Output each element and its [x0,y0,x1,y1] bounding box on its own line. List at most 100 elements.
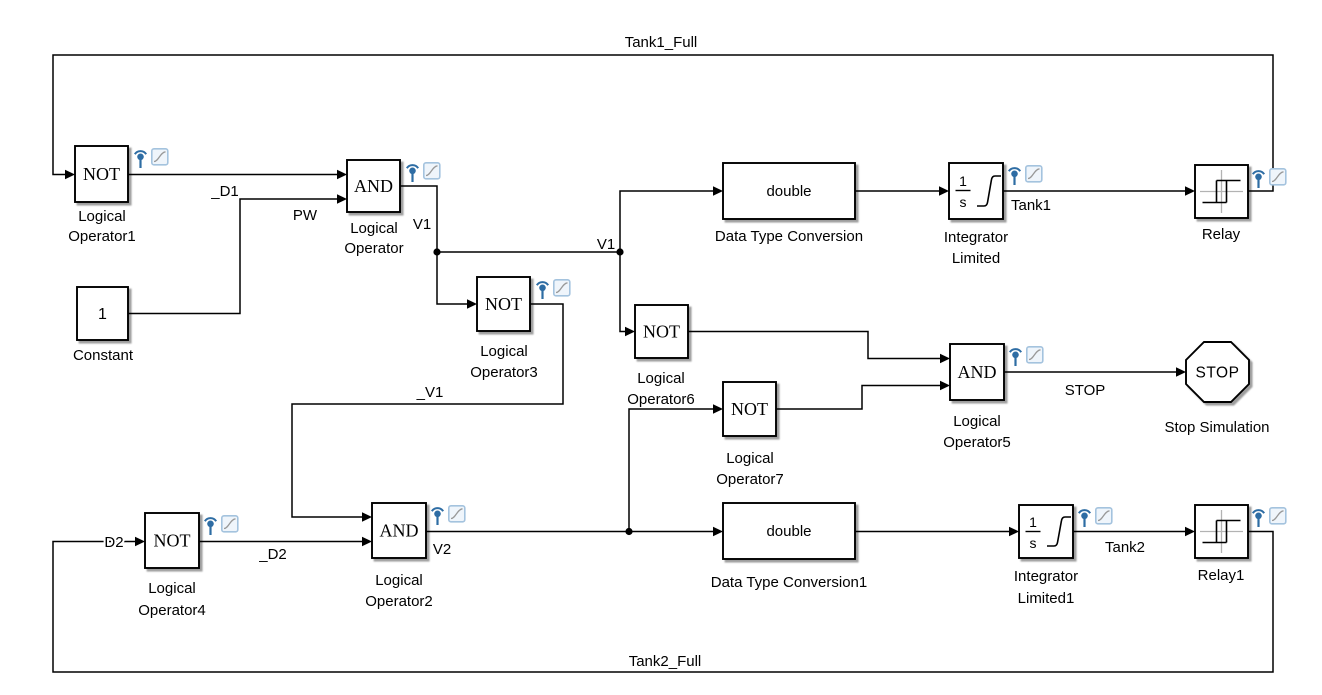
scope-viewer-icon[interactable] [1269,506,1287,525]
block-name[interactable]: Logical [953,413,1001,430]
block-constant[interactable]: 1 Constant [73,286,134,364]
block-name[interactable]: Operator1 [68,228,136,245]
signal-label-d2[interactable]: D2 [102,532,125,553]
block-name[interactable]: Integrator [1014,568,1078,585]
block-logical-operator7[interactable]: NOT Logical Operator7 [716,381,784,488]
block-name[interactable]: Operator2 [365,593,433,610]
scope-viewer-icon[interactable] [221,514,239,533]
scope-viewer-icon[interactable] [447,504,466,523]
block-logical-operator3[interactable]: NOT Logical Operator3 [470,276,538,381]
block-name[interactable]: Logical [148,580,196,597]
block-logical-operator[interactable]: AND Logical Operator [344,159,404,257]
stop-octagon[interactable] [1185,341,1250,403]
signal-logging-antenna-icon[interactable] [1007,167,1022,187]
wire-pw[interactable] [128,198,338,315]
block-logical-operator1[interactable]: NOT Logical Operator1 [68,145,136,245]
block-logical-operator2[interactable]: AND Logical Operator2 [365,502,433,610]
block-name[interactable]: Operator3 [470,364,538,381]
block-data-type-conversion1[interactable]: double Data Type Conversion1 [711,502,867,591]
block-relay1[interactable]: Relay1 [1194,504,1249,584]
signal-logging-antenna-icon[interactable] [430,507,445,527]
block-data-type-conversion[interactable]: double Data Type Conversion [715,162,863,245]
signal-label-d2-inv[interactable]: _D2 [258,546,287,563]
block-name[interactable]: Integrator [944,229,1008,246]
scope-viewer-icon[interactable] [151,148,169,166]
signal-logging-antenna-icon[interactable] [1008,348,1023,368]
signal-logging-antenna-icon[interactable] [203,517,218,537]
signal-label-tank2[interactable]: Tank2 [1105,539,1145,556]
block-name[interactable]: Operator6 [627,391,695,408]
block-logical-operator6[interactable]: NOT Logical Operator6 [627,304,695,408]
wire-v1-to-not6[interactable] [619,252,626,333]
wire-v1[interactable] [400,185,620,253]
wire-not6-to-and5[interactable] [688,330,941,360]
block-name[interactable]: Relay1 [1198,567,1245,584]
block-name[interactable]: Logical [726,450,774,467]
block-name[interactable]: Operator4 [138,602,206,619]
signal-logging-antenna-icon[interactable] [405,164,420,184]
block-name[interactable]: Logical [637,370,685,387]
signal-logging-antenna-icon[interactable] [1251,170,1266,190]
signal-logging-antenna-icon[interactable] [535,281,550,301]
block-name[interactable]: Limited [952,250,1000,267]
signal-logging-antenna-icon[interactable] [1251,509,1266,529]
wire-v2-to-not7[interactable] [628,408,714,532]
block-name[interactable]: Relay [1202,226,1241,243]
wire-not7-to-and5[interactable] [776,384,941,410]
block-name[interactable]: Logical [350,220,398,237]
block-relay[interactable]: Relay [1194,164,1249,243]
block-logical-operator5[interactable]: AND Logical Operator5 [943,343,1011,451]
wire-v1-inv[interactable] [291,303,564,518]
signal-label-stop[interactable]: STOP [1065,382,1106,399]
scope-viewer-icon[interactable] [422,162,441,180]
block-logical-operator4[interactable]: NOT Logical Operator4 [138,512,206,619]
block-integrator-limited[interactable]: 1 s Integrator Limited [944,162,1008,267]
dtc-body[interactable] [722,162,856,220]
dtc-body[interactable] [722,502,856,560]
constant-body[interactable] [76,286,129,341]
wire-tank2-full-feedback[interactable] [52,530,1274,673]
block-name[interactable]: Operator5 [943,434,1011,451]
block-name[interactable]: Limited1 [1018,590,1075,607]
wire-tank1-full-feedback[interactable] [52,54,1274,192]
block-name[interactable]: Operator [344,240,403,257]
block-integrator-limited1[interactable]: 1 s Integrator Limited1 [1014,504,1078,607]
signal-label-pw[interactable]: PW [293,207,318,224]
signal-label-tank2-full[interactable]: Tank2_Full [629,653,702,670]
block-name[interactable]: Logical [78,208,126,225]
not-gate-body[interactable] [722,381,777,437]
block-name[interactable]: Operator7 [716,471,784,488]
wire-v1-to-not3[interactable] [436,252,468,305]
and-gate-body[interactable] [949,343,1005,401]
signal-label-d1-inv[interactable]: _D1 [210,183,239,200]
not-gate-body[interactable] [144,512,200,569]
not-gate-body[interactable] [476,276,531,332]
signal-label-v1-inv[interactable]: _V1 [416,384,444,401]
scope-viewer-icon[interactable] [552,278,571,297]
block-stop-simulation[interactable]: STOP Stop Simulation [1164,341,1270,436]
signal-label-tank1-full[interactable]: Tank1_Full [625,34,698,51]
scope-viewer-icon[interactable] [1026,345,1044,364]
block-name[interactable]: Data Type Conversion [715,228,863,245]
scope-viewer-icon[interactable] [1025,165,1043,183]
not-gate-body[interactable] [634,304,689,359]
and-gate-body[interactable] [346,159,401,213]
signal-logging-antenna-icon[interactable] [133,150,148,170]
scope-viewer-icon[interactable] [1269,168,1287,186]
and-gate-body[interactable] [371,502,427,559]
signal-label-v2[interactable]: V2 [433,541,451,558]
signal-label-tank1[interactable]: Tank1 [1011,197,1051,214]
block-name[interactable]: Data Type Conversion1 [711,574,867,591]
wire-v1-to-dtc[interactable] [619,190,714,252]
signal-logging-antenna-icon[interactable] [1077,509,1092,529]
scope-viewer-icon[interactable] [1095,506,1113,525]
block-name[interactable]: Logical [375,572,423,589]
signal-label-v1[interactable]: V1 [413,216,431,233]
not-gate-body[interactable] [74,145,129,203]
block-name[interactable]: Stop Simulation [1164,419,1269,436]
block-name[interactable]: Logical [480,343,528,360]
signal-label-v1-branch[interactable]: V1 [597,236,615,253]
block-name[interactable]: Constant [73,347,134,364]
